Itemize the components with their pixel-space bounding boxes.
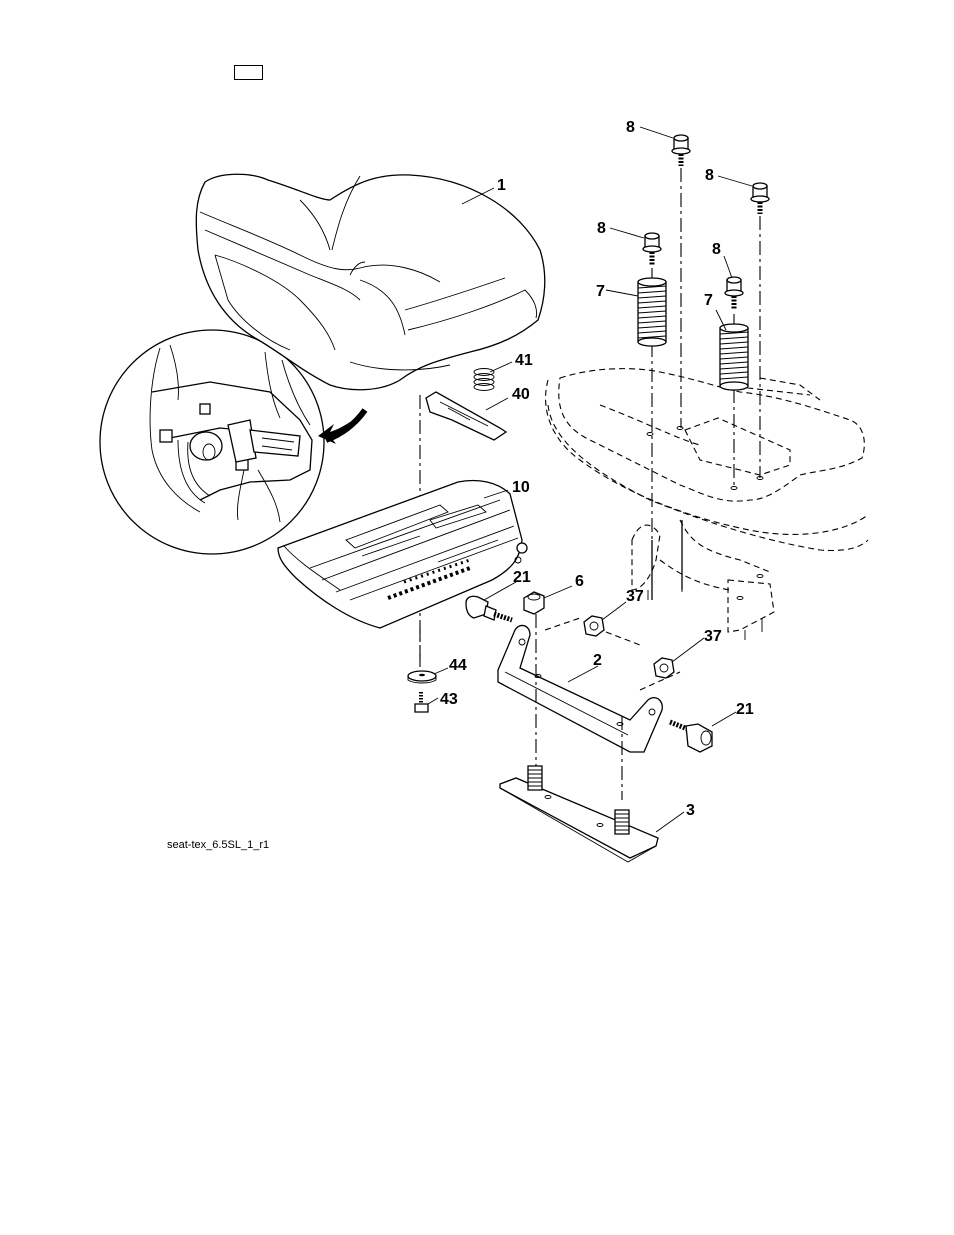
bolt-part-8-a bbox=[671, 134, 691, 166]
callout-3: 3 bbox=[686, 802, 695, 819]
callout-44: 44 bbox=[449, 657, 467, 674]
callout-41: 41 bbox=[515, 352, 533, 369]
callout-7-right: 7 bbox=[704, 292, 713, 309]
callout-40: 40 bbox=[512, 386, 530, 403]
callout-8-c: 8 bbox=[597, 220, 606, 237]
bolt-part-21-right bbox=[669, 719, 713, 753]
adjust-slot-holes bbox=[387, 558, 471, 600]
bolt-part-8-d bbox=[724, 276, 744, 310]
leader-lines bbox=[427, 126, 753, 833]
callout-2: 2 bbox=[593, 652, 602, 669]
nut-part-6 bbox=[523, 591, 545, 615]
spring-part-7-right bbox=[719, 323, 749, 391]
callout-37-lower: 37 bbox=[704, 628, 722, 645]
bolt-part-8-c bbox=[642, 232, 662, 266]
drawing-code: seat-tex_6.5SL_1_r1 bbox=[167, 839, 270, 851]
callout-8-a: 8 bbox=[626, 119, 635, 136]
callout-8-d: 8 bbox=[712, 241, 721, 258]
frame-outline bbox=[545, 368, 869, 640]
stud-right bbox=[614, 809, 630, 835]
bolt-part-21-left bbox=[465, 595, 513, 623]
pivot-bracket-part-2 bbox=[497, 624, 663, 753]
callout-8-b: 8 bbox=[705, 167, 714, 184]
page-number-box bbox=[234, 65, 263, 80]
callout-6: 6 bbox=[575, 573, 584, 590]
washer-part-44 bbox=[407, 670, 437, 684]
stud-plate-part-3 bbox=[499, 765, 659, 863]
callout-43: 43 bbox=[440, 691, 458, 708]
nut-part-37-upper bbox=[583, 615, 605, 637]
callout-7-left: 7 bbox=[596, 283, 605, 300]
bolt-part-43 bbox=[414, 692, 429, 713]
callout-labels: 1 2 3 6 7 7 8 8 8 8 10 21 21 37 37 40 41… bbox=[440, 119, 754, 819]
nut-part-37-lower bbox=[653, 657, 675, 679]
callout-37-upper: 37 bbox=[626, 588, 644, 605]
stud-left bbox=[527, 765, 543, 791]
callout-10: 10 bbox=[512, 479, 530, 496]
bolt-part-8-b bbox=[750, 182, 770, 214]
detail-inset bbox=[99, 329, 368, 555]
seat-pan-part-10 bbox=[277, 479, 528, 629]
bracket-part-40 bbox=[425, 391, 508, 441]
spring-part-7-left bbox=[637, 277, 667, 347]
seat-part-1 bbox=[195, 173, 546, 391]
callout-21-right: 21 bbox=[736, 701, 754, 718]
callout-21-left: 21 bbox=[513, 569, 531, 586]
callout-1: 1 bbox=[497, 177, 506, 194]
spring-part-41 bbox=[473, 368, 495, 391]
